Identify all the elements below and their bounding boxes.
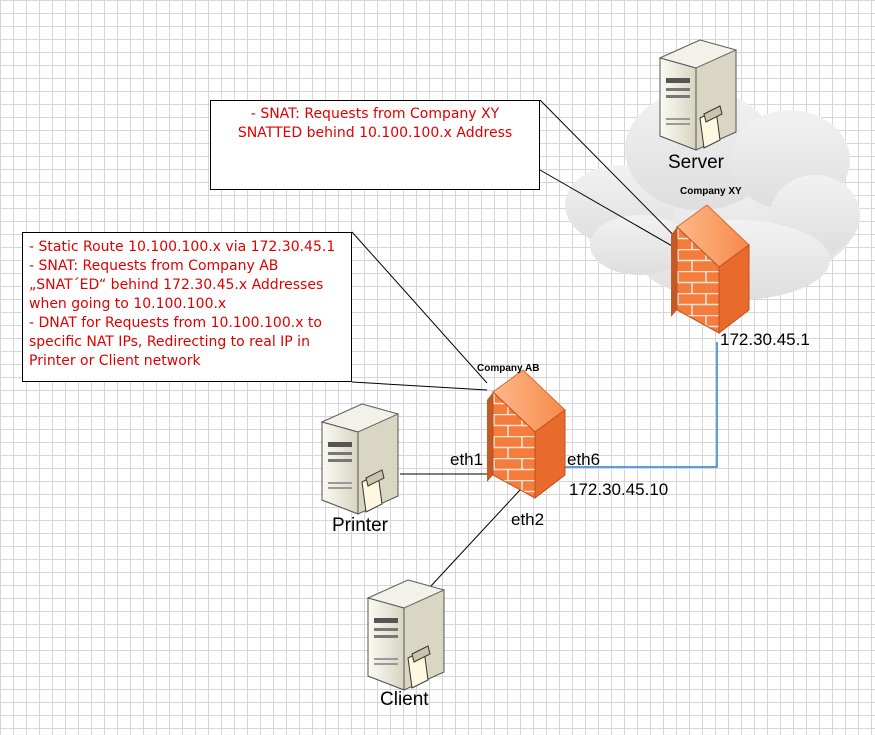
xy-ip-label: 172.30.45.1 xyxy=(720,330,810,349)
note-line: - Static Route 10.100.100.x via 172.30.4… xyxy=(29,239,336,255)
company-xy-note: - SNAT: Requests from Company XY SNATTED… xyxy=(210,100,540,190)
ab-ip-label: 172.30.45.10 xyxy=(569,480,669,499)
printer-label: Printer xyxy=(332,515,388,536)
network-links xyxy=(400,342,718,588)
note-line: „SNAT´ED“ behind 172.30.45.x Addresses xyxy=(29,277,324,293)
wan-link xyxy=(565,342,718,468)
note-line: - SNAT: Requests from Company XY xyxy=(250,106,500,122)
server-icon xyxy=(659,39,737,151)
company-xy-label: Company XY xyxy=(680,186,742,197)
note-line: when going to 10.100.100.x xyxy=(29,296,227,312)
firewall-company-ab-icon xyxy=(487,369,566,500)
note-line: SNATTED behind 10.100.100.x Address xyxy=(237,125,513,141)
client-label: Client xyxy=(380,689,429,710)
server-label: Server xyxy=(668,152,724,173)
note-line: - SNAT: Requests from Company AB xyxy=(29,258,279,274)
note-line: Printer or Client network xyxy=(29,353,201,369)
client-server-icon xyxy=(367,579,445,691)
company-ab-label: Company AB xyxy=(477,363,540,374)
printer-server-icon xyxy=(321,403,399,515)
company-ab-note: - Static Route 10.100.100.x via 172.30.4… xyxy=(22,232,352,382)
client-link xyxy=(429,489,521,588)
firewall-company-xy-icon xyxy=(671,204,750,335)
eth2-label: eth2 xyxy=(511,510,545,529)
note-line: - DNAT for Requests from 10.100.100.x to xyxy=(29,315,322,331)
eth6-label: eth6 xyxy=(567,450,601,469)
note-line: specific NAT IPs, Redirecting to real IP… xyxy=(29,334,310,350)
eth1-label: eth1 xyxy=(450,450,484,469)
